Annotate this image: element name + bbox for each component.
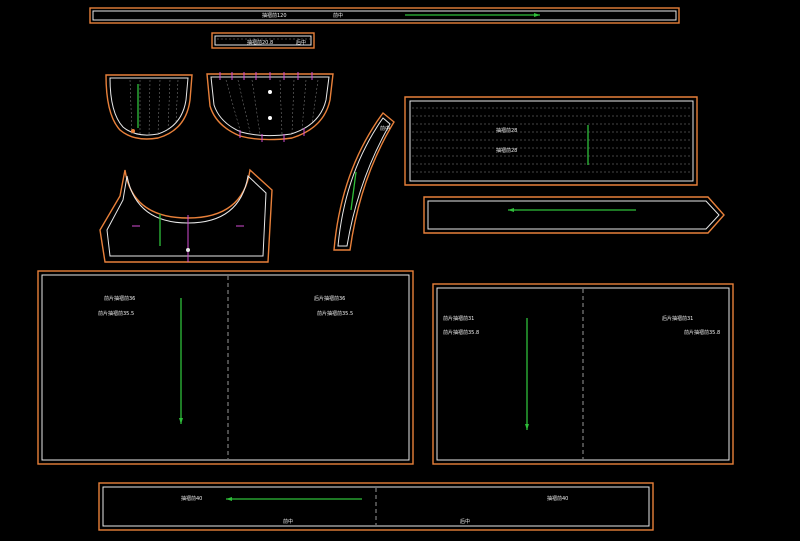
diag-strip-label: 前中 <box>380 125 390 132</box>
top-strip-label-left: 抽褶前120 <box>262 12 287 19</box>
left-cup-piece <box>105 74 193 140</box>
diagonal-strap-piece: 前中 <box>333 111 395 251</box>
skirt-panel-right: 前片抽褶前31 前片抽褶前35.8 后片抽褶前31 前片抽褶前35.8 <box>432 283 734 465</box>
pleated-panel-piece: 抽褶前28 抽褶前28 <box>404 96 698 186</box>
pleat-panel-label-1: 抽褶前28 <box>496 127 517 134</box>
bottom-strip-label-tr: 抽褶前40 <box>547 495 568 502</box>
bodice-front-piece <box>99 168 273 263</box>
right-panel-label-tr2: 前片抽褶前35.8 <box>684 329 720 336</box>
left-panel-label-tl2: 前片抽褶前35.5 <box>98 310 134 317</box>
skirt-panel-left: 前片抽褶前36 前片抽褶前35.5 后片抽褶前36 前片抽褶前35.5 <box>37 270 414 465</box>
grainline-arrowhead <box>534 13 540 17</box>
grainline-arrow <box>350 171 357 211</box>
bottom-strip-label-bl: 前中 <box>283 518 293 525</box>
left-panel-label-tr2: 前片抽褶前35.5 <box>317 310 353 317</box>
right-panel-label-tr1: 后片抽褶前31 <box>662 315 693 322</box>
top-waist-strip: 抽褶前120 前中 <box>89 7 680 24</box>
bottom-waist-strip: 抽褶前40 抽褶前40 前中 后中 <box>98 482 654 531</box>
top-strip-label-right: 前中 <box>333 12 343 19</box>
right-panel-label-tl2: 前片抽褶前35.8 <box>443 329 479 336</box>
left-panel-label-tl1: 前片抽褶前36 <box>104 295 135 302</box>
pleat-panel-label-2: 抽褶前28 <box>496 147 517 154</box>
left-panel-label-tr1: 后片抽褶前36 <box>314 295 345 302</box>
pointed-strip-piece <box>423 196 725 234</box>
right-cup-piece <box>206 72 334 142</box>
small-strip-label-right: 后中 <box>296 39 306 46</box>
small-strip-label-left: 抽褶前20.8 <box>247 39 273 46</box>
right-panel-label-tl1: 前片抽褶前31 <box>443 315 474 322</box>
bottom-strip-label-br: 后中 <box>460 518 470 525</box>
small-strip: 抽褶前20.8 后中 <box>211 32 315 49</box>
bottom-strip-label-tl: 抽褶前40 <box>181 495 202 502</box>
